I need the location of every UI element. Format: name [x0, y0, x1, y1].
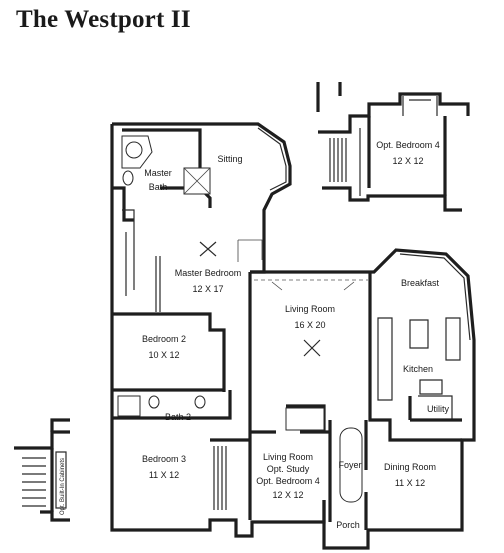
label-kitchen: Kitchen [403, 364, 433, 374]
label-dining-room-dim: 11 X 12 [395, 478, 425, 488]
label-foyer: Foyer [338, 460, 361, 470]
label-living-study-3: Opt. Bedroom 4 [256, 476, 320, 486]
label-opt-bedroom4: Opt. Bedroom 4 [376, 140, 440, 150]
label-living-study-2: Opt. Study [267, 464, 310, 474]
label-bath2: Bath 2 [165, 412, 191, 422]
opt-cabinets-inset [14, 418, 70, 522]
label-bedroom2: Bedroom 2 [142, 334, 186, 344]
label-bedroom3-dim: 11 X 12 [149, 470, 179, 480]
label-living-room-dim: 16 X 20 [294, 320, 325, 330]
label-bedroom2-dim: 10 X 12 [148, 350, 179, 360]
label-master-bath-1: Master [144, 168, 172, 178]
plan-title: The Westport II [16, 6, 191, 33]
label-opt-bedroom4-dim: 12 X 12 [392, 156, 423, 166]
opt-bedroom4-inset [316, 82, 470, 212]
label-bedroom3: Bedroom 3 [142, 454, 186, 464]
label-breakfast: Breakfast [401, 278, 440, 288]
fixtures [117, 127, 471, 503]
label-living-room: Living Room [285, 304, 335, 314]
label-dining-room: Dining Room [384, 462, 436, 472]
label-master-bath-2: Bath [149, 182, 168, 192]
label-sitting: Sitting [217, 154, 242, 164]
label-living-study-dim: 12 X 12 [272, 490, 303, 500]
label-utility: Utility [427, 404, 449, 414]
label-master-bedroom-dim: 12 X 17 [192, 284, 223, 294]
label-master-bedroom: Master Bedroom [175, 268, 242, 278]
exterior-walls [110, 122, 476, 550]
label-opt-cabinets: Opt. Built-In Cabinets [60, 458, 66, 515]
room-labels: Sitting Master Bath Master Bedroom 12 X … [60, 140, 449, 530]
label-living-study-1: Living Room [263, 452, 313, 462]
label-porch: Porch [336, 520, 360, 530]
